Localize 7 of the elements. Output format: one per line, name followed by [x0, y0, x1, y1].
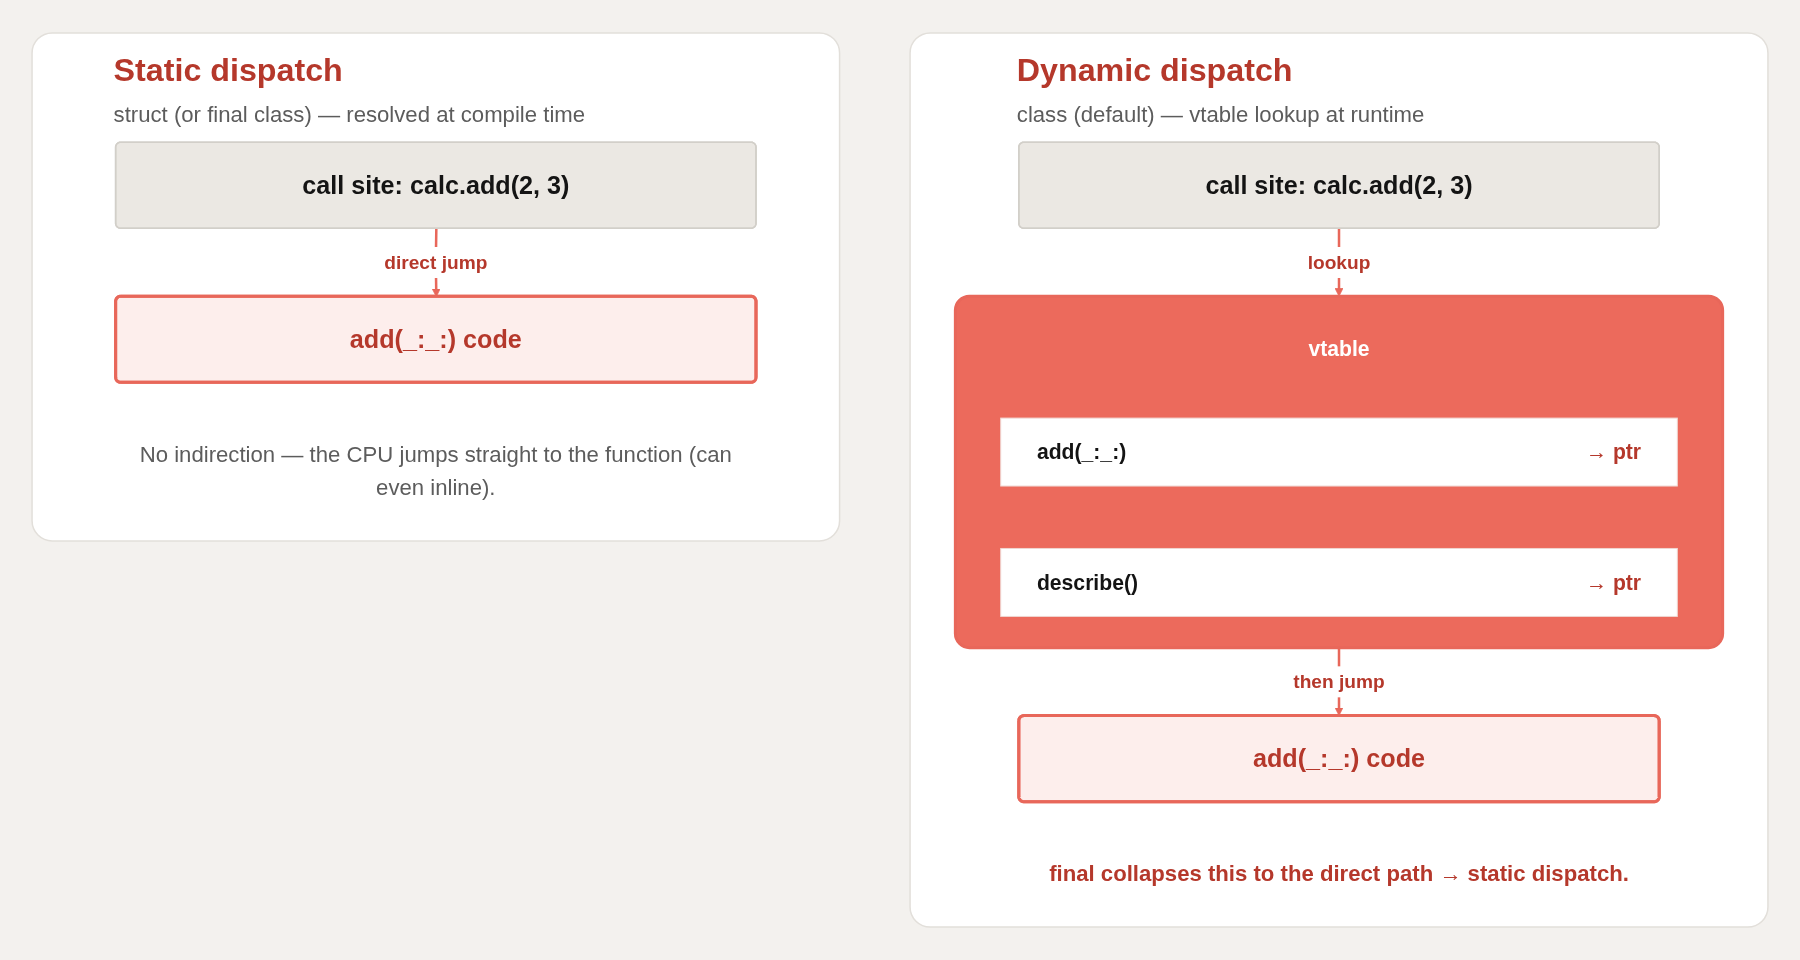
node-box: add(_:_:) → ptr: [1000, 417, 1678, 487]
edge-label: lookup: [1307, 251, 1371, 274]
edge-label: direct jump: [384, 251, 488, 274]
node-label: No indirection — the CPU jumps straight to the function (can even inline).: [139, 441, 732, 501]
node-label: final collapses this to the direct path → static dispatch.: [1049, 861, 1629, 887]
edge-label: then jump: [1293, 671, 1385, 693]
node-box: describe() → ptr: [1000, 547, 1678, 617]
